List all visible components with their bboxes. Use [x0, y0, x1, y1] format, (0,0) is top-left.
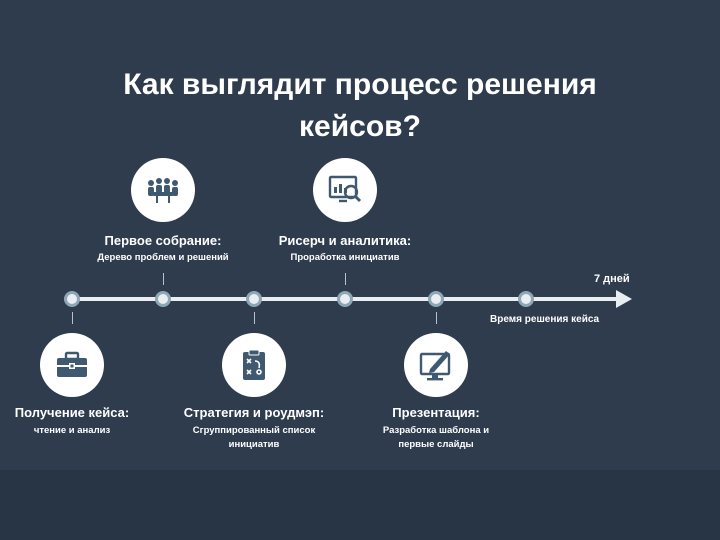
- stage-strategy-tick: [254, 312, 255, 324]
- stage-presentation-title: Презентация:: [392, 405, 480, 420]
- timeline-dot: [428, 291, 444, 307]
- stage-strategy-subtitle-1: Сгруппированный список: [192, 425, 316, 436]
- stage-presentation-subtitle-1: Разработка шаблона и: [382, 425, 490, 436]
- stage-research-tick: [345, 273, 346, 285]
- stage-research-title: Рисерч и аналитика:: [278, 233, 412, 248]
- page-title: Как выглядит процесс решения кейсов?: [60, 64, 660, 148]
- stage-first-meeting-title: Первое собрание:: [104, 233, 222, 248]
- analytics-icon: [313, 158, 377, 222]
- title-line-1: Как выглядит процесс решения: [123, 68, 597, 101]
- timeline-dot: [337, 291, 353, 307]
- stage-research-subtitle: Проработка инициатив: [290, 252, 400, 263]
- stage-strategy-title: Стратегия и роудмэп:: [183, 405, 325, 420]
- slide-background: [0, 0, 720, 470]
- strategy-board-icon: [222, 333, 286, 397]
- timeline-dot: [246, 291, 262, 307]
- stage-first-meeting-subtitle: Дерево проблем и решений: [97, 252, 229, 263]
- meeting-icon: [131, 158, 195, 222]
- stage-case-received-subtitle: чтение и анализ: [33, 425, 111, 436]
- timeline-duration-label: Время решения кейса: [490, 314, 600, 325]
- timeline-dot: [155, 291, 171, 307]
- footer-band: [0, 470, 720, 540]
- stage-case-received-tick: [72, 312, 73, 324]
- timeline-dot: [518, 291, 534, 307]
- stage-case-received-title: Получение кейса:: [14, 405, 130, 420]
- timeline-arrow-icon: [616, 290, 632, 308]
- timeline-end-label: 7 дней: [594, 273, 630, 285]
- stage-strategy-subtitle-2: инициатив: [228, 439, 280, 450]
- title-line-2: кейсов?: [299, 110, 421, 143]
- stage-presentation-subtitle-2: первые слайды: [398, 439, 474, 450]
- timeline-dot: [64, 291, 80, 307]
- stage-first-meeting-tick: [163, 273, 164, 285]
- stage-presentation-tick: [436, 312, 437, 324]
- presentation-icon: [404, 333, 468, 397]
- briefcase-icon: [40, 333, 104, 397]
